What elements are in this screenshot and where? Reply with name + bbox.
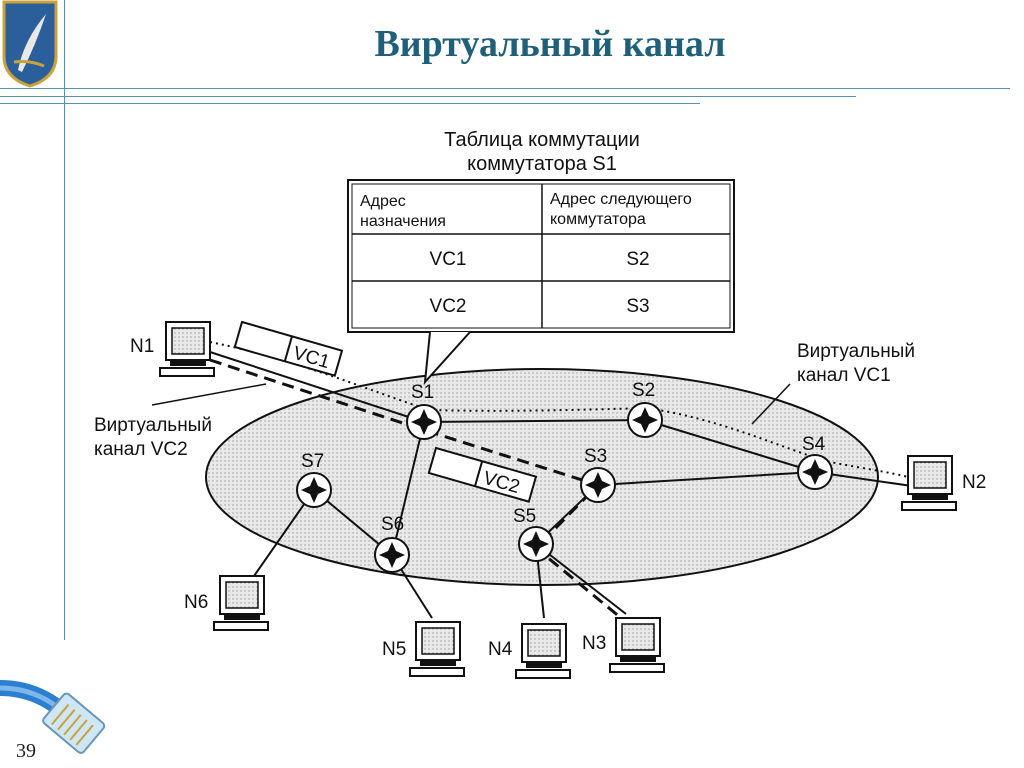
computer-n1-icon bbox=[159, 321, 215, 377]
network-area bbox=[205, 368, 879, 586]
switching-table: Таблица коммутации коммутатора S1 Адрес … bbox=[347, 129, 735, 333]
table-callout-pointer bbox=[423, 331, 471, 385]
table-cell-next: S2 bbox=[626, 249, 649, 270]
switch-s2-icon bbox=[627, 402, 663, 438]
logo-emblem-icon bbox=[2, 0, 58, 88]
table-cell-dest: VC2 bbox=[430, 296, 467, 317]
left-margin-line bbox=[64, 0, 65, 640]
computer-n6-label: N6 bbox=[184, 592, 208, 613]
computer-n2-icon bbox=[901, 455, 957, 511]
switch-s3-label: S3 bbox=[584, 446, 607, 467]
table-header-dest-line1: Адрес bbox=[360, 193, 406, 210]
computer-n6-icon bbox=[213, 575, 269, 631]
switch-s5-label: S5 bbox=[513, 506, 536, 527]
vc2-annotation-line1: Виртуальный bbox=[94, 415, 212, 436]
vc2-annotation-pointer bbox=[151, 383, 267, 406]
switch-s4-label: S4 bbox=[802, 434, 826, 455]
table-header-next-line2: коммутатора bbox=[550, 211, 646, 228]
switch-s7-icon bbox=[296, 472, 332, 508]
computer-n3-label: N3 bbox=[582, 633, 606, 654]
switch-s5-icon bbox=[518, 526, 554, 562]
computer-n4-icon bbox=[515, 623, 571, 679]
vc1-annotation-line1: Виртуальный bbox=[797, 341, 915, 362]
vc1-annotation-line2: канал VC1 bbox=[797, 365, 891, 386]
virtual-channel-vc1-path bbox=[209, 341, 913, 479]
switch-s3-icon bbox=[580, 467, 616, 503]
table-caption-line1: Таблица коммутации bbox=[444, 129, 640, 151]
switch-s1-label: S1 bbox=[411, 382, 434, 403]
computer-n2-label: N2 bbox=[962, 472, 986, 493]
page-number: 39 bbox=[16, 740, 36, 762]
switch-s6-label: S6 bbox=[381, 514, 404, 535]
computer-n1-label: N1 bbox=[130, 336, 154, 357]
title-underline-short bbox=[0, 103, 700, 104]
computer-n5-icon bbox=[409, 621, 465, 677]
switch-s1-icon bbox=[406, 404, 442, 440]
table-cell-dest: VC1 bbox=[430, 249, 467, 270]
table-cell-next: S3 bbox=[626, 296, 649, 317]
switch-s4-icon bbox=[797, 454, 833, 490]
packet-vc1: VC1 bbox=[233, 320, 344, 377]
switch-s6-icon bbox=[374, 537, 410, 573]
slide-title: Виртуальный канал bbox=[374, 23, 726, 65]
vc2-annotation-line2: канал VC2 bbox=[94, 439, 188, 460]
computer-n5-label: N5 bbox=[382, 639, 406, 660]
switch-s2-label: S2 bbox=[632, 380, 655, 401]
table-header-dest-line2: назначения bbox=[360, 213, 446, 230]
switch-s7-label: S7 bbox=[301, 451, 324, 472]
network-cable-icon bbox=[0, 680, 106, 754]
computer-n4-label: N4 bbox=[488, 639, 513, 660]
title-underline-long bbox=[0, 88, 1010, 89]
vc1-annotation-pointer bbox=[751, 383, 791, 425]
title-underline-mid bbox=[0, 96, 856, 97]
table-header-next-line1: Адрес следующего bbox=[550, 191, 692, 208]
computer-n3-icon bbox=[609, 617, 665, 673]
table-caption-line2: коммутатора S1 bbox=[467, 153, 617, 175]
